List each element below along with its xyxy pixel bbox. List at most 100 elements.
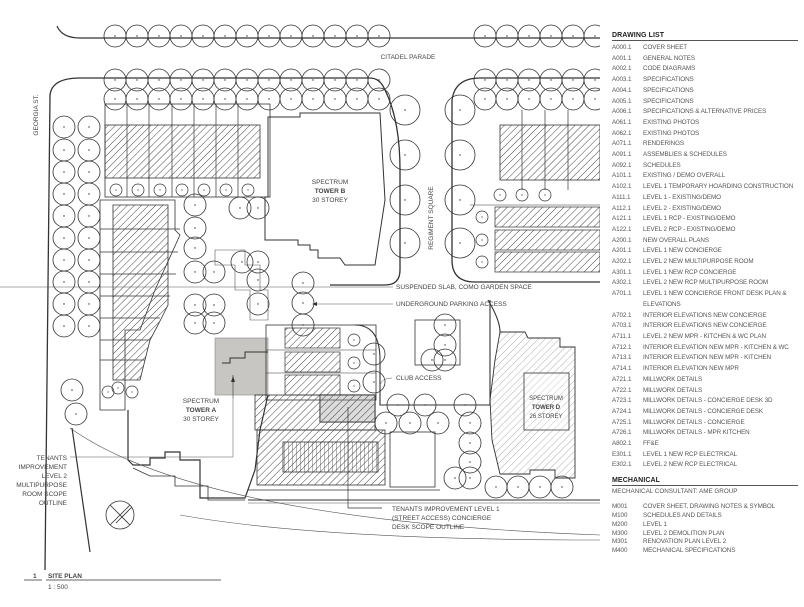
- sheet-description: LEVEL 2 NEW MPR - KITCHEN & WC PLAN: [643, 332, 766, 340]
- sheet-description: INTERIOR ELEVATION NEW MPR - KITCHEN: [643, 354, 772, 362]
- street-label-citadel-parade: CITADEL PARADE: [381, 54, 436, 61]
- sheet-description: COVER SHEET, DRAWING NOTES & SYMBOL: [643, 503, 776, 511]
- svg-text:SPECTRUM: SPECTRUM: [183, 398, 219, 405]
- sheet-description: SPECIFICATIONS: [643, 76, 694, 84]
- sheet-code: A301.1: [612, 268, 632, 276]
- sheet-description: LEVEL 1 NEW RCP CONCIERGE: [643, 268, 737, 276]
- sheet-code: E301.1: [612, 450, 632, 458]
- sheet-code: A201.1: [612, 247, 632, 255]
- tower-a: SPECTRUM TOWER A 30 STOREY: [127, 394, 269, 501]
- street-label-regiment-square: REGIMENT SQUARE: [428, 186, 435, 250]
- mechanical-consultant: MECHANICAL CONSULTANT: AME GROUP: [612, 488, 738, 496]
- callout-garden: SUSPENDED SLAB, COMO GARDEN SPACE: [0, 284, 532, 291]
- svg-text:TENANTS IMPROVEMENT LEVEL 1: TENANTS IMPROVEMENT LEVEL 1: [392, 506, 500, 513]
- sheet-code: A200.1: [612, 236, 632, 244]
- tower-b: SPECTRUM TOWER B 30 STOREY: [264, 112, 386, 266]
- svg-text:MULTIPURPOSE: MULTIPURPOSE: [16, 482, 67, 489]
- list-item: A002.1 CODE DIAGRAMS: [612, 64, 804, 75]
- sheet-code: A005.1: [612, 97, 632, 105]
- list-item: A004.1 SPECIFICATIONS: [612, 86, 804, 97]
- sheet-description: LEVEL 2 RCP - EXISTING/DEMO: [643, 225, 736, 233]
- sheet-code: A091.1: [612, 151, 632, 159]
- svg-text:TOWER A: TOWER A: [186, 407, 217, 414]
- site-plan-drawing: CITADEL PARADE GEORGIA ST.: [0, 24, 600, 591]
- divider: [612, 485, 798, 487]
- mechanical-title: MECHANICAL: [612, 477, 661, 485]
- sheet-description: FF&E: [643, 440, 659, 448]
- courtyard-planter: [374, 300, 491, 490]
- svg-text:1: 1: [33, 573, 37, 580]
- sheet-code: A112.1: [612, 204, 631, 212]
- sheet-code: A725.1: [612, 418, 632, 426]
- callout-club-access: CLUB ACCESS: [379, 375, 442, 386]
- sheet-description: LEVEL 2 NEW RCP MULTIPURPOSE ROOM: [643, 279, 768, 287]
- sheet-code: A004.1: [612, 86, 632, 94]
- svg-text:TOWER B: TOWER B: [315, 188, 346, 195]
- svg-text:TENANTS: TENANTS: [37, 455, 68, 462]
- sheet-description: LEVEL 1 RCP - EXISTING/DEMO: [643, 215, 736, 223]
- sheet-description: LEVEL 1 NEW CONCIERGE FRONT DESK PLAN & …: [643, 290, 787, 308]
- divider: [612, 40, 798, 41]
- north-townhouses: [104, 103, 271, 198]
- sheet-code: A061.1: [612, 118, 632, 126]
- sheet-code: A092.1: [612, 161, 632, 169]
- sheet-description: MILLWORK DETAILS - CONCIERGE: [643, 418, 745, 426]
- sheet-description: MECHANICAL SPECIFICATIONS: [643, 547, 736, 555]
- sheet-description: SPECIFICATIONS: [643, 86, 694, 94]
- sheet-description: LEVEL 2 NEW MULTIPURPOSE ROOM: [643, 258, 754, 266]
- sheet-description: SCHEDULES: [643, 161, 681, 169]
- sheet-code: A723.1: [612, 397, 632, 405]
- sheet-code: A713.1: [612, 354, 632, 362]
- svg-text:CLUB ACCESS: CLUB ACCESS: [396, 375, 442, 382]
- sheet-description: INTERIOR ELEVATION NEW MPR: [643, 365, 739, 373]
- level2-mpr-scope-outline: [214, 337, 269, 396]
- level1-concierge-scope-outline: [319, 394, 376, 423]
- sheet-description: RENOVATION PLAN LEVEL 2: [643, 538, 726, 546]
- sheet-description: ASSEMBLIES & SCHEDULES: [643, 151, 727, 159]
- svg-text:26 STOREY: 26 STOREY: [530, 414, 563, 420]
- list-item: A713.1 INTERIOR ELEVATION NEW MPR - KITCH…: [612, 353, 804, 364]
- sheet-code: A062.1: [612, 129, 632, 137]
- sheet-code: A711.1: [612, 332, 631, 340]
- sheet-description: CODE DIAGRAMS: [643, 65, 696, 73]
- sheet-code: M100: [612, 511, 628, 519]
- svg-text:OUTLINE: OUTLINE: [39, 500, 68, 507]
- sheet-code: A002.1: [612, 65, 632, 73]
- svg-text:30 STOREY: 30 STOREY: [312, 197, 348, 204]
- south-street: [69, 427, 600, 553]
- list-item: A091.1 ASSEMBLIES & SCHEDULES: [612, 150, 804, 161]
- sheet-description: EXISTING / DEMO OVERALL: [643, 172, 726, 180]
- sheet-description: LEVEL 1 TEMPORARY HOARDING CONSTRUCTION: [643, 183, 794, 191]
- sheet-code: M200: [612, 520, 628, 528]
- citadel-parade-north-edge: [56, 24, 600, 48]
- sheet-description: MILLWORK DETAILS - MPR KITCHEN: [643, 429, 750, 437]
- sheet-code: A122.1: [612, 225, 632, 233]
- callout-parking: UNDERGROUND PARKING ACCESS: [312, 301, 507, 308]
